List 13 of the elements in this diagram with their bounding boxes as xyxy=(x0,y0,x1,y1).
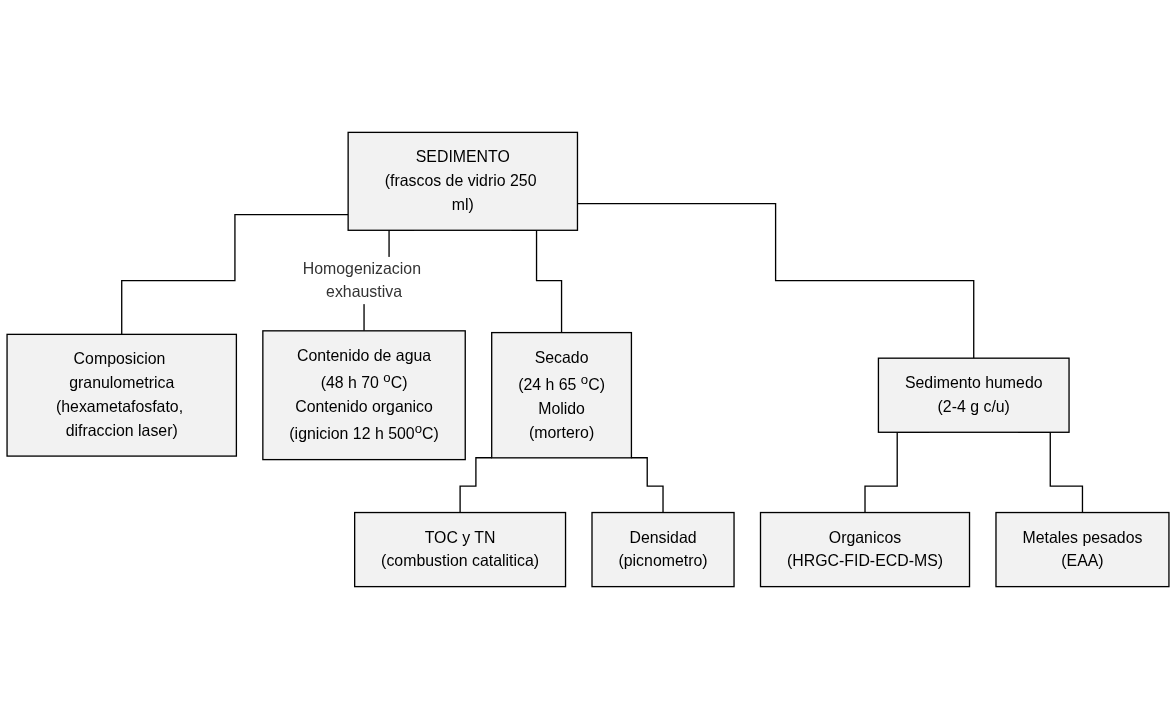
node-box: Sedimento humedo (2-4 g c/u) xyxy=(877,357,1070,433)
node-box: SEDIMENTO (frascos de vidrio 250 ml) xyxy=(347,131,579,231)
connector xyxy=(459,457,493,514)
node-box: Composicion granulometrica (hexametafosfato, difraccion laser) xyxy=(6,333,238,457)
node-box: Metales pesados (EAA) xyxy=(995,511,1170,588)
connector xyxy=(630,457,664,514)
node-box: Contenido de agua (48 h 70 $^{o}$C) Contenido organico (ignicion 12 h 500$^{o}$C) xyxy=(262,330,466,461)
edge-label: Homogenizacion exhaustiva xyxy=(302,259,421,301)
node-box: Densidad (picnometro) xyxy=(591,511,735,588)
connector xyxy=(121,214,349,336)
node-box: Organicos (HRGC-FID-ECD-MS) xyxy=(759,511,971,588)
node-box: TOC y TN (combustion catalitica) xyxy=(354,511,567,588)
node-box: Secado (24 h 65 $^{o}$C) Molido (mortero) xyxy=(491,331,633,459)
